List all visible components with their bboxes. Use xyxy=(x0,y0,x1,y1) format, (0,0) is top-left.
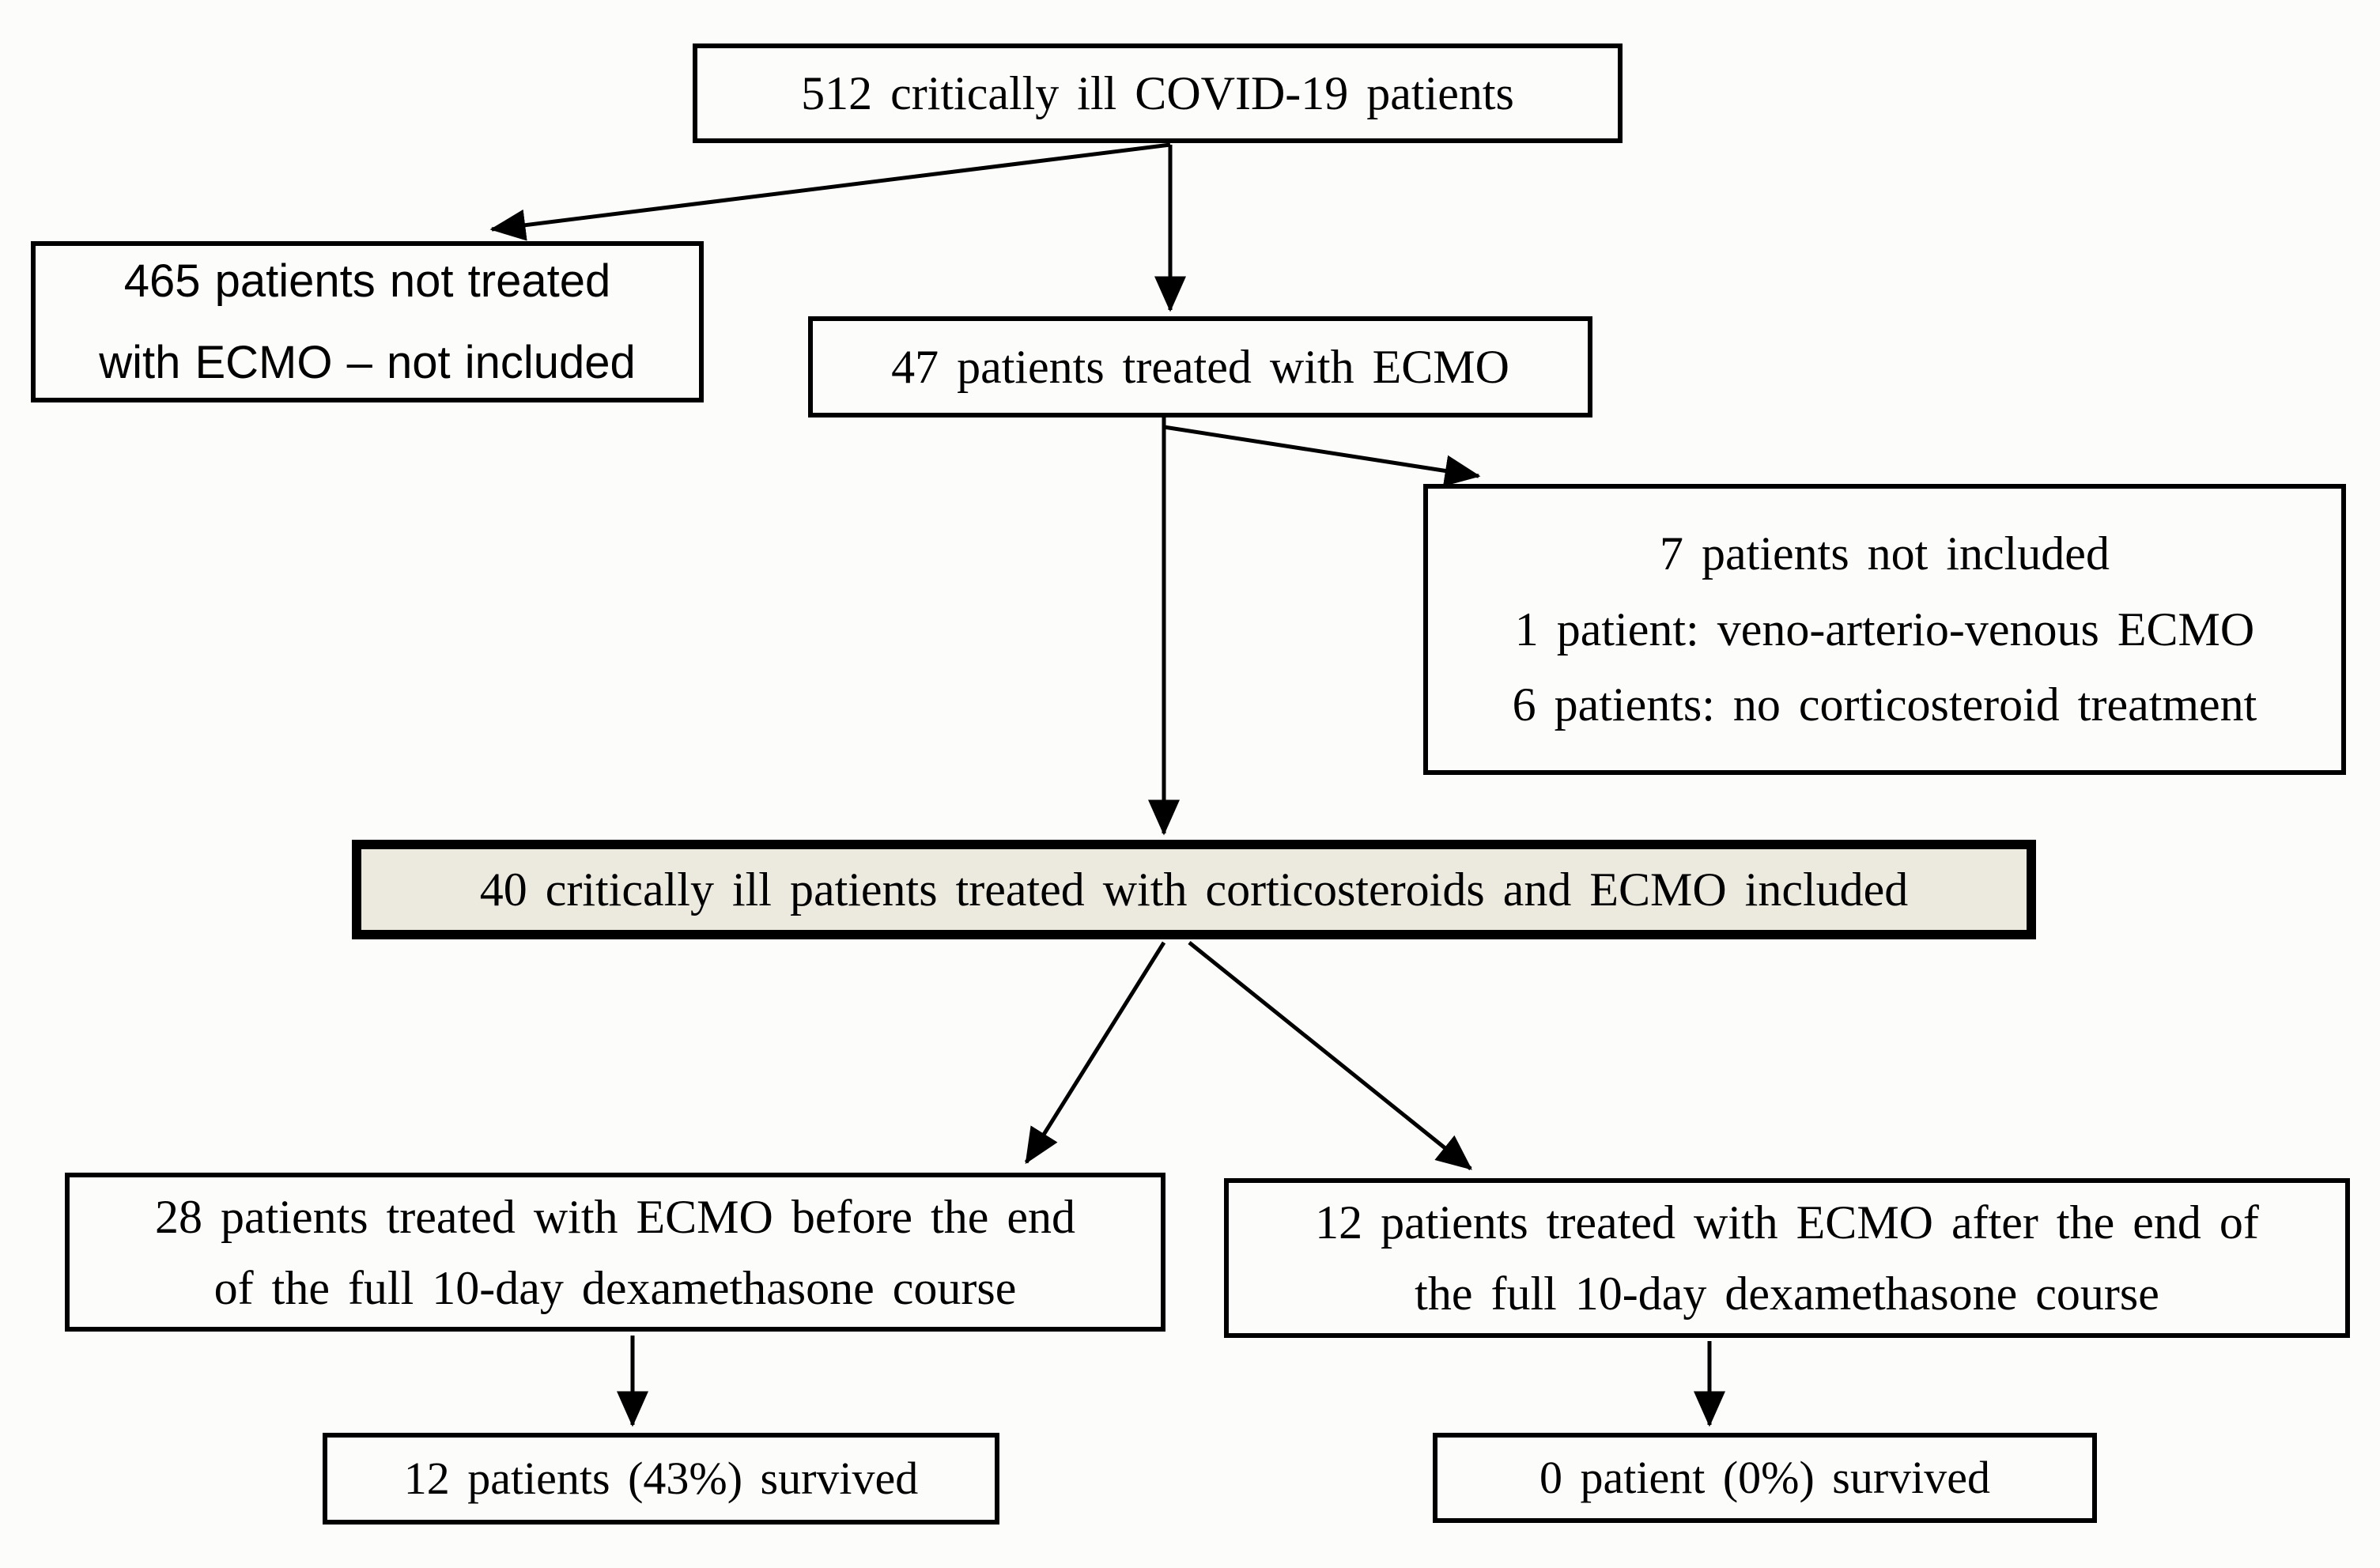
box-not-included-line1: 7 patients not included xyxy=(1660,527,2110,580)
box-not-included-details: 7 patients not included 1 patient: veno-… xyxy=(1423,484,2346,775)
box-ecmo-after-course: 12 patients treated with ECMO after the … xyxy=(1224,1178,2350,1338)
arrow-included-to-after xyxy=(1188,941,1472,1170)
box-after-survived: 0 patient (0%) survived xyxy=(1433,1433,2097,1523)
box-after-line1: 12 patients treated with ECMO after the … xyxy=(1315,1196,2259,1249)
box-before-survived: 12 patients (43%) survived xyxy=(323,1433,999,1525)
box-not-treated-excluded: 465 patients not treated with ECMO – not… xyxy=(31,241,704,402)
box-total-patients: 512 critically ill COVID-19 patients xyxy=(693,43,1623,143)
arrow-included-to-before xyxy=(1024,941,1166,1165)
box-total-text: 512 critically ill COVID-19 patients xyxy=(801,66,1514,119)
box-not-included-line2: 1 patient: veno-arterio-venous ECMO xyxy=(1514,603,2255,656)
box-not-treated-line2: with ECMO – not included xyxy=(99,337,636,388)
arrow-total-to-not-treated xyxy=(489,142,1171,241)
box-included-text: 40 critically ill patients treated with … xyxy=(479,863,1909,916)
box-before-survived-text: 12 patients (43%) survived xyxy=(403,1452,919,1504)
box-ecmo-before-course: 28 patients treated with ECMO before the… xyxy=(65,1173,1165,1332)
box-before-line2: of the full 10-day dexamethasone course xyxy=(213,1261,1017,1314)
box-included-highlight: 40 critically ill patients treated with … xyxy=(352,840,2036,939)
box-after-line2: the full 10-day dexamethasone course xyxy=(1415,1268,2159,1320)
box-ecmo-text: 47 patients treated with ECMO xyxy=(891,340,1509,393)
box-not-treated-line1: 465 patients not treated xyxy=(123,255,611,307)
arrow-ecmo-to-not-included xyxy=(1163,425,1481,487)
box-before-line1: 28 patients treated with ECMO before the… xyxy=(154,1190,1075,1243)
box-not-included-line3: 6 patients: no corticosteroid treatment xyxy=(1512,678,2257,731)
box-ecmo-treated: 47 patients treated with ECMO xyxy=(808,316,1592,418)
box-after-survived-text: 0 patient (0%) survived xyxy=(1539,1451,1990,1503)
